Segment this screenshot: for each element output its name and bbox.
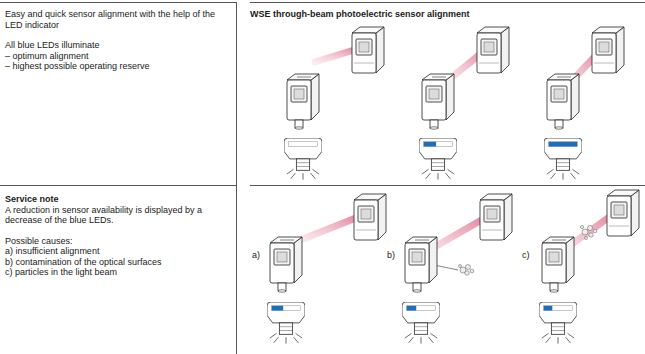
receiver-sensor xyxy=(270,237,302,292)
emitter-sensor xyxy=(352,27,384,73)
cell-text: A reduction in sensor availability is di… xyxy=(5,205,205,226)
cell-text: a) insufficient alignment xyxy=(5,246,228,257)
led-indicator xyxy=(402,302,440,344)
cell-text: b) contamination of the optical surfaces xyxy=(5,257,228,268)
emitter-sensor xyxy=(592,27,624,73)
cell-text: All blue LEDs illuminate xyxy=(5,40,228,51)
receiver-sensor xyxy=(422,74,454,129)
case-label: b) xyxy=(387,250,395,260)
case-label: a) xyxy=(252,250,260,260)
table-rule xyxy=(250,185,645,186)
cell-heading: Service note xyxy=(5,194,228,205)
table-cell: WSE through-beam photoelectric sensor al… xyxy=(250,2,645,185)
receiver-sensor xyxy=(542,237,574,292)
cell-text: c) particles in the light beam xyxy=(5,267,228,278)
table-cell: Easy and quick sensor alignment with the… xyxy=(0,2,237,185)
receiver-sensor xyxy=(547,74,579,129)
cell-text: Possible causes: xyxy=(5,236,228,247)
table-cell: Service noteA reduction in sensor availa… xyxy=(0,185,237,354)
sensors xyxy=(270,190,639,292)
cell-heading: WSE through-beam photoelectric sensor al… xyxy=(250,9,641,20)
sensors xyxy=(287,27,624,129)
dirt-particles xyxy=(459,265,474,276)
led-indicator xyxy=(267,302,305,344)
cell-text: – highest possible operating reserve xyxy=(5,61,228,72)
emitter-sensor xyxy=(607,190,639,236)
cell-text: – optimum alignment xyxy=(5,51,228,62)
led-indicator xyxy=(284,138,322,180)
cell-text: Easy and quick sensor alignment with the… xyxy=(5,9,220,30)
dust-particles xyxy=(580,225,596,239)
led-indicator xyxy=(539,302,577,344)
receiver-sensor xyxy=(405,237,437,292)
led-indicator xyxy=(544,138,582,180)
emitter-sensor xyxy=(354,194,386,240)
emitter-sensor xyxy=(480,194,512,240)
case-label: c) xyxy=(522,250,530,260)
receiver-sensor xyxy=(287,74,319,129)
emitter-sensor xyxy=(477,27,509,73)
led-indicator xyxy=(419,138,457,180)
